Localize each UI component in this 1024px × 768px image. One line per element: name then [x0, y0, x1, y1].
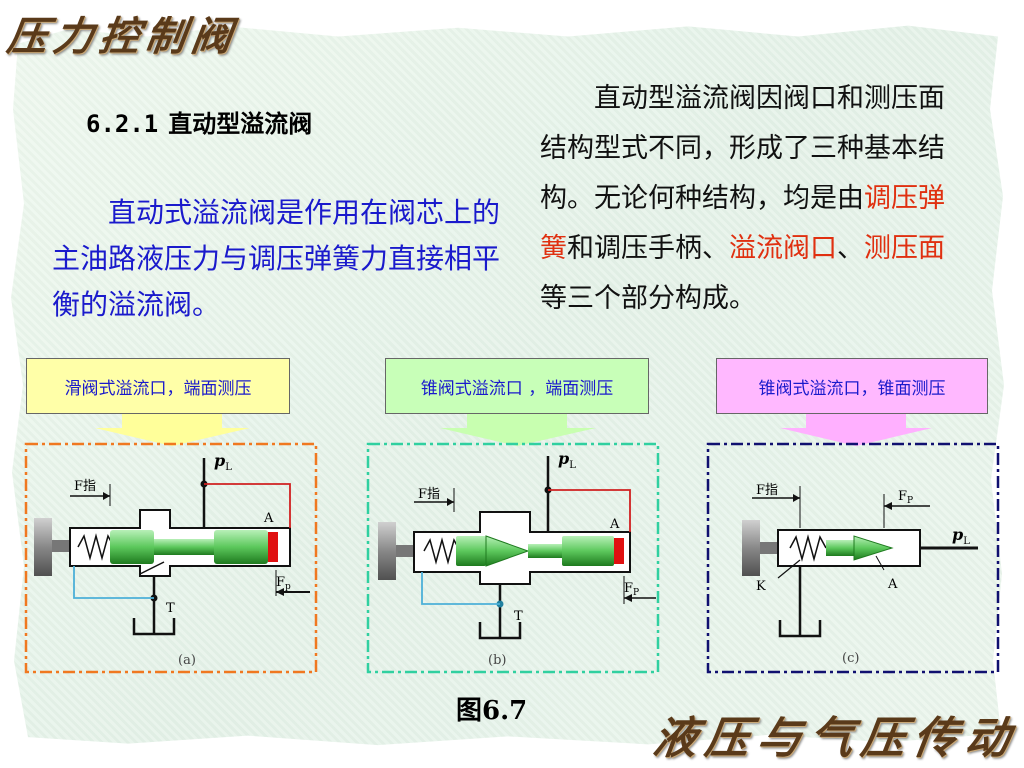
highlight-relief-port: 溢流阀口: [729, 233, 837, 264]
diagram-c-f-spring-label: F指: [756, 483, 778, 498]
section-number: 6.2.1: [86, 110, 159, 138]
diagram-b-panel-label: (b): [488, 653, 506, 668]
description-paragraph: 直动型溢流阀因阀口和测压面结构型式不同，形成了三种基本结构。无论何种结构，均是由…: [540, 74, 950, 324]
arrow-c: [780, 414, 932, 446]
diagram-b-f-p-label: FP: [624, 581, 639, 598]
diagram-frame-c: [706, 442, 1000, 674]
diagram-b-port-a-label: A: [609, 517, 620, 532]
diagram-c-f-p-label: FP: [898, 489, 913, 506]
diagram-c-panel-label: (c): [842, 651, 859, 666]
figure-caption: 图6.7: [456, 696, 528, 726]
diagram-b-p-label: pL: [558, 449, 576, 471]
arrow-a: [95, 414, 250, 446]
diagram-a-f-p-label: Fp: [276, 575, 291, 592]
diagram-a-port-a-label: A: [263, 511, 274, 526]
highlight-spring: 调压弹簧: [540, 183, 945, 264]
diagram-c-p-label: pL: [952, 525, 970, 547]
highlight-pressure-surface: 测压面: [864, 233, 945, 264]
valve-diagram-c: [742, 486, 978, 638]
slide-heading: 压力控制阀: [4, 13, 241, 60]
label-box-a: 滑阀式溢流口，端面测压: [26, 358, 290, 414]
valve-diagram-a: [34, 458, 310, 636]
section-name: 直动型溢流阀: [168, 110, 313, 138]
diagram-b-port-t-label: T: [514, 609, 523, 624]
diagram-a-p-label: pL: [214, 451, 232, 473]
desc-text-3: 、: [837, 233, 864, 264]
label-box-b: 锥阀式溢流口 ，端面测压: [385, 358, 649, 414]
diagram-frame-a: [24, 442, 318, 674]
diagram-a-f-spring-label: F指: [74, 479, 96, 494]
diagram-a-port-t-label: T: [166, 601, 175, 616]
desc-text-4: 等三个部分构成。: [540, 283, 756, 314]
diagram-c-port-a-label: A: [887, 577, 898, 592]
desc-text-2: 和调压手柄、: [567, 233, 729, 264]
section-title: 6.2.1 直动型溢流阀: [86, 104, 312, 139]
diagram-c-port-k-label: K: [756, 579, 766, 594]
desc-text-1: 直动型溢流阀因阀口和测压面结构型式不同，形成了三种基本结构。无论何种结构，均是由: [540, 83, 945, 214]
diagram-frame-b: [366, 442, 660, 674]
valve-diagram-b: [378, 456, 656, 640]
diagram-b-f-spring-label: F指: [418, 487, 440, 502]
label-box-c: 锥阀式溢流口，锥面测压: [716, 358, 988, 414]
diagram-a-panel-label: (a): [178, 653, 196, 668]
intro-paragraph: 直动式溢流阀是作用在阀芯上的主油路液压力与调压弹簧力直接相平衡的溢流阀。: [52, 196, 501, 321]
course-title: 液压与气压传动: [649, 713, 1021, 764]
arrow-b: [440, 414, 596, 446]
